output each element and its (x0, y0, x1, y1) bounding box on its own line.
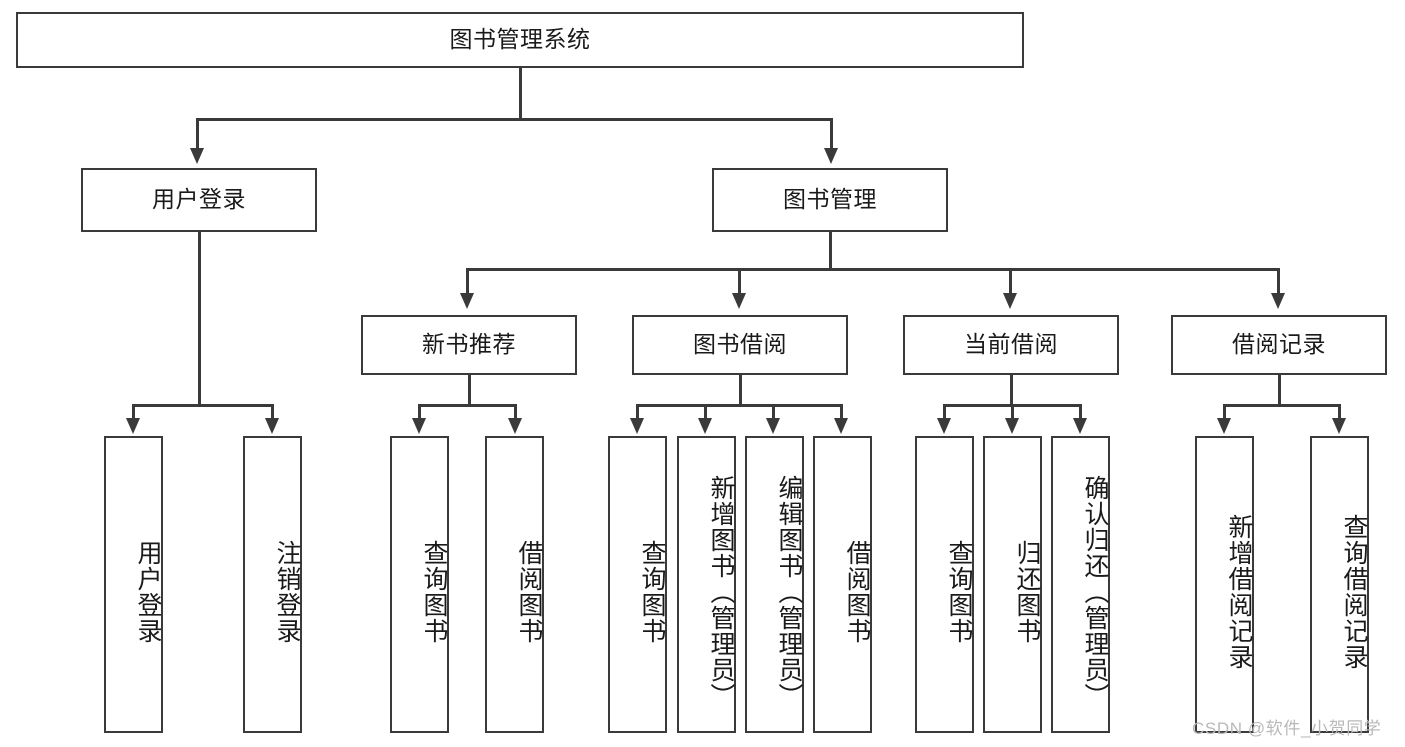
node-label: 查询图书 (420, 539, 448, 644)
arrowhead-to-leaf-add-borrow-record (1217, 418, 1231, 434)
connector-to-book-management (830, 118, 833, 151)
connector-user-login-bus (132, 404, 272, 407)
connector-book-borrow-bus (636, 404, 840, 407)
node-current-borrow[interactable]: 当前借阅 (903, 315, 1119, 375)
node-new-book-recommend[interactable]: 新书推荐 (361, 315, 577, 375)
connector-to-leaf-borrow-book-2 (840, 404, 843, 420)
node-label: 用户登录 (152, 186, 246, 213)
arrowhead-to-leaf-return-book (1005, 418, 1019, 434)
connector-new-book-recommend-stem (468, 375, 471, 404)
node-borrow-record[interactable]: 借阅记录 (1171, 315, 1387, 375)
connector-to-leaf-query-borrow-record (1338, 404, 1341, 420)
node-label: 图书借阅 (693, 331, 787, 358)
connector-to-leaf-borrow-book-1 (514, 404, 517, 420)
node-leaf-add-borrow-record[interactable]: 新增借阅记录 (1195, 436, 1254, 733)
node-leaf-query-book-1[interactable]: 查询图书 (390, 436, 449, 733)
arrowhead-to-book-borrow (732, 293, 746, 309)
node-leaf-return-book[interactable]: 归还图书 (983, 436, 1042, 733)
connector-to-leaf-edit-book (772, 404, 775, 420)
connector-to-current-borrow (1009, 268, 1012, 296)
node-label: 借阅图书 (515, 539, 543, 644)
arrowhead-to-leaf-edit-book (766, 418, 780, 434)
arrowhead-to-leaf-borrow-book-1 (508, 418, 522, 434)
connector-to-leaf-query-book-3 (943, 404, 946, 420)
arrowhead-to-leaf-query-book-3 (937, 418, 951, 434)
node-leaf-user-login[interactable]: 用户登录 (104, 436, 163, 733)
node-leaf-logout-login[interactable]: 注销登录 (243, 436, 302, 733)
connector-to-leaf-add-book (704, 404, 707, 420)
node-leaf-borrow-book-2[interactable]: 借阅图书 (813, 436, 872, 733)
connector-to-borrow-record (1277, 268, 1280, 296)
node-label: 查询图书 (638, 539, 666, 644)
arrowhead-to-leaf-query-book-2 (630, 418, 644, 434)
connector-new-book-recommend-bus (418, 404, 516, 407)
node-leaf-query-borrow-record[interactable]: 查询借阅记录 (1310, 436, 1369, 733)
arrowhead-to-current-borrow (1003, 293, 1017, 309)
node-label: 确认归还（管理员） (1081, 474, 1109, 709)
arrowhead-to-book-management (824, 148, 838, 164)
connector-book-borrow-stem (739, 375, 742, 404)
connector-to-leaf-query-book-2 (636, 404, 639, 420)
connector-borrow-record-stem (1278, 375, 1281, 404)
node-leaf-query-book-3[interactable]: 查询图书 (915, 436, 974, 733)
node-label: 借阅记录 (1232, 331, 1326, 358)
connector-level3-bus (466, 268, 1279, 271)
connector-to-leaf-logout-login (271, 404, 274, 420)
node-leaf-borrow-book-1[interactable]: 借阅图书 (485, 436, 544, 733)
arrowhead-to-user-login (190, 148, 204, 164)
connector-root-stem (519, 68, 522, 118)
arrowhead-to-leaf-logout-login (265, 418, 279, 434)
node-leaf-edit-book[interactable]: 编辑图书（管理员） (745, 436, 804, 733)
arrowhead-to-new-book-recommend (460, 293, 474, 309)
arrowhead-to-borrow-record (1271, 293, 1285, 309)
connector-current-borrow-stem (1010, 375, 1013, 404)
node-label: 查询借阅记录 (1340, 513, 1368, 670)
node-label: 当前借阅 (964, 331, 1058, 358)
arrowhead-to-leaf-add-book (698, 418, 712, 434)
node-user-login[interactable]: 用户登录 (81, 168, 317, 232)
arrowhead-to-leaf-query-book-1 (412, 418, 426, 434)
node-label: 借阅图书 (843, 539, 871, 644)
connector-to-book-borrow (738, 268, 741, 296)
connector-to-leaf-return-book (1011, 404, 1014, 420)
connector-borrow-record-bus (1223, 404, 1339, 407)
arrowhead-to-leaf-confirm-return (1073, 418, 1087, 434)
node-leaf-query-book-2[interactable]: 查询图书 (608, 436, 667, 733)
node-label: 归还图书 (1013, 539, 1041, 644)
connector-to-leaf-add-borrow-record (1223, 404, 1226, 420)
arrowhead-to-leaf-query-borrow-record (1332, 418, 1346, 434)
connector-user-login-stem (198, 232, 201, 406)
connector-to-new-book-recommend (466, 268, 469, 296)
node-label: 用户登录 (134, 539, 162, 644)
node-label: 编辑图书（管理员） (775, 474, 803, 709)
node-book-borrow[interactable]: 图书借阅 (632, 315, 848, 375)
node-label: 新增借阅记录 (1225, 513, 1253, 670)
node-leaf-add-book[interactable]: 新增图书（管理员） (677, 436, 736, 733)
node-label: 图书管理 (783, 186, 877, 213)
node-root-system[interactable]: 图书管理系统 (16, 12, 1024, 68)
arrowhead-to-leaf-borrow-book-2 (834, 418, 848, 434)
node-label: 新增图书（管理员） (707, 474, 735, 709)
connector-book-management-stem (829, 232, 832, 270)
node-leaf-confirm-return[interactable]: 确认归还（管理员） (1051, 436, 1110, 733)
connector-to-leaf-query-book-1 (418, 404, 421, 420)
node-label: 注销登录 (273, 539, 301, 644)
csdn-watermark: CSDN @软件_小贺同学 (1192, 719, 1382, 738)
node-book-management[interactable]: 图书管理 (712, 168, 948, 232)
connector-to-user-login (196, 118, 199, 151)
arrowhead-to-leaf-user-login (126, 418, 140, 434)
connector-to-leaf-confirm-return (1079, 404, 1082, 420)
connector-level2-bus (196, 118, 833, 121)
node-label: 新书推荐 (422, 331, 516, 358)
connector-to-leaf-user-login (132, 404, 135, 420)
node-label: 图书管理系统 (449, 26, 591, 53)
node-label: 查询图书 (945, 539, 973, 644)
